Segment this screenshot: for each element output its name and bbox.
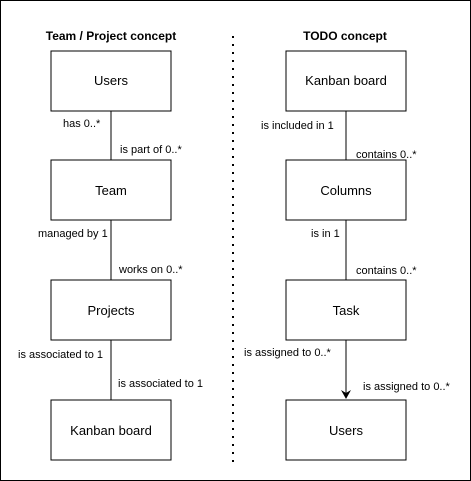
box-kanban-board-right-label: Kanban board — [305, 73, 387, 88]
left-column-title: Team / Project concept — [46, 29, 176, 43]
box-users-left-shape[interactable] — [50, 50, 172, 112]
box-team-label: Team — [95, 183, 127, 198]
box-users-right-label: Users — [329, 423, 363, 438]
box-columns[interactable]: Columns — [285, 159, 407, 221]
box-kanban-board-right-shape[interactable] — [285, 50, 407, 112]
edge-columns-task-source-label: is in 1 — [311, 228, 340, 240]
right-column-title: TODO concept — [303, 29, 387, 43]
box-users-right[interactable]: Users — [285, 399, 407, 461]
box-task-shape[interactable] — [285, 279, 407, 341]
edge-task-users-target-label: is assigned to 0..* — [363, 381, 451, 393]
box-team[interactable]: Team — [50, 159, 172, 221]
box-kanban-board-right[interactable]: Kanban board — [285, 50, 407, 112]
box-kanban-board-left-shape[interactable] — [50, 399, 172, 461]
edge-kanban-columns-target-label: contains 0..* — [356, 149, 417, 161]
edge-projects-kanban-target-label: is associated to 1 — [118, 378, 203, 390]
box-kanban-board-left[interactable]: Kanban board — [50, 399, 172, 461]
box-projects-shape[interactable] — [50, 279, 172, 341]
box-team-shape[interactable] — [50, 159, 172, 221]
box-users-right-shape[interactable] — [285, 399, 407, 461]
edge-team-projects-source-label: managed by 1 — [38, 228, 108, 240]
edge-task-users-source-label: is assigned to 0..* — [244, 347, 332, 359]
box-users-left[interactable]: Users — [50, 50, 172, 112]
box-projects[interactable]: Projects — [50, 279, 172, 341]
edge-kanban-columns-source-label: is included in 1 — [261, 120, 334, 132]
box-users-left-label: Users — [94, 73, 128, 88]
edge-team-projects-target-label: works on 0..* — [118, 264, 183, 276]
edge-projects-kanban-source-label: is associated to 1 — [18, 349, 103, 361]
edge-users-team-source-label: has 0..* — [63, 118, 101, 130]
box-kanban-board-left-label: Kanban board — [70, 423, 152, 438]
box-columns-label: Columns — [320, 183, 372, 198]
box-columns-shape[interactable] — [285, 159, 407, 221]
box-task[interactable]: Task — [285, 279, 407, 341]
box-task-label: Task — [333, 303, 360, 318]
box-projects-label: Projects — [88, 303, 135, 318]
edge-users-team-target-label: is part of 0..* — [120, 144, 182, 156]
edge-columns-task-target-label: contains 0..* — [356, 265, 417, 277]
